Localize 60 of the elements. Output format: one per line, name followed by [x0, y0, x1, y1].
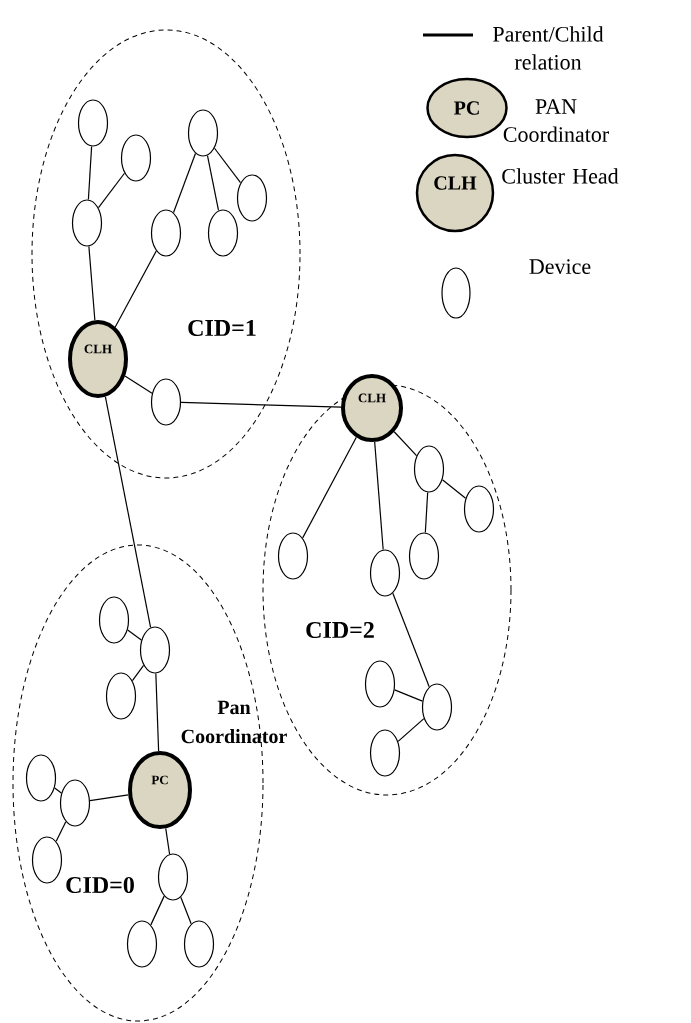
link-line — [127, 629, 142, 641]
device-ellipse — [207, 209, 239, 257]
legend-text: Parent/Child relation — [493, 26, 604, 70]
device-ellipse — [369, 729, 401, 777]
link-line — [302, 436, 357, 539]
link-line — [89, 794, 129, 802]
device-ellipse — [413, 445, 445, 493]
legend-node-sample: CLH — [415, 153, 495, 233]
head-node: CLH — [341, 374, 403, 442]
device-ellipse — [150, 378, 182, 426]
link-line — [165, 827, 171, 855]
device-ellipse — [25, 754, 57, 802]
link-line — [97, 172, 126, 209]
node-caption: Pan Coordinator — [181, 700, 287, 744]
link-line — [54, 787, 62, 794]
link-line — [424, 491, 429, 534]
link-line — [124, 375, 153, 394]
device-ellipse — [463, 485, 495, 533]
link-line — [150, 895, 165, 926]
device-ellipse — [277, 532, 309, 580]
device-ellipse — [157, 853, 189, 901]
device-ellipse — [98, 596, 130, 644]
link-line — [55, 821, 67, 842]
device-ellipse — [31, 836, 63, 884]
device-ellipse — [105, 672, 137, 720]
link-line — [374, 441, 384, 551]
link-line — [397, 718, 425, 742]
link-line — [114, 250, 157, 328]
link-line — [87, 145, 93, 201]
link-line — [392, 592, 430, 688]
link-line — [180, 896, 192, 925]
device-ellipse — [120, 134, 152, 182]
device-ellipse — [139, 626, 171, 674]
legend-text: Cluster Head — [502, 168, 619, 184]
device-ellipse — [369, 549, 401, 597]
link-line — [155, 672, 160, 752]
head-node: PC — [128, 751, 192, 829]
link-line — [172, 152, 197, 214]
device-ellipse — [77, 99, 109, 147]
link-line — [88, 245, 96, 321]
link-line — [394, 689, 423, 702]
link-line — [104, 396, 152, 629]
link-line — [180, 401, 342, 408]
legend-text: Device — [529, 259, 591, 274]
device-ellipse — [236, 174, 268, 222]
head-node: CLH — [68, 320, 128, 398]
device-ellipse — [126, 920, 158, 968]
device-ellipse — [71, 199, 103, 247]
link-line — [441, 479, 467, 499]
device-ellipse — [150, 209, 182, 257]
device-ellipse — [364, 660, 396, 708]
device-ellipse — [183, 920, 215, 968]
device-ellipse — [408, 532, 440, 580]
link-line — [213, 147, 242, 184]
device-ellipse — [187, 109, 219, 157]
device-ellipse — [59, 779, 91, 827]
link-line — [206, 154, 220, 212]
device-ellipse — [421, 683, 453, 731]
link-line — [131, 664, 145, 682]
link-line — [393, 431, 418, 457]
